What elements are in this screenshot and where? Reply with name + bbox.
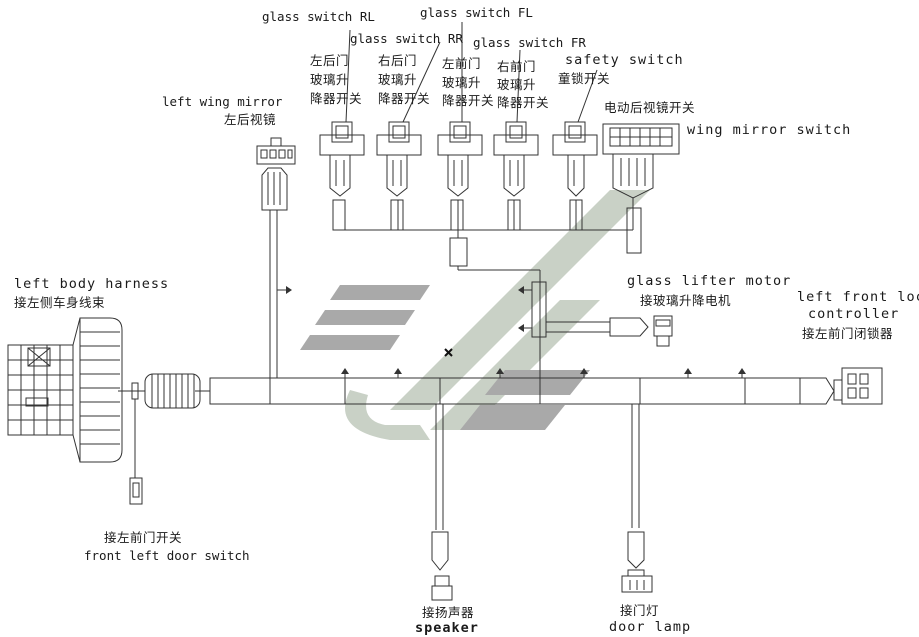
center-mark-icon bbox=[444, 348, 453, 357]
label-fr-cn-3: 降器开关 bbox=[497, 95, 550, 110]
corrugated-sleeve bbox=[144, 373, 201, 409]
label-speaker-en: speaker bbox=[415, 620, 479, 636]
wing-mirror-switch-connector bbox=[602, 123, 680, 208]
label-glass-switch-rr: glass switch RR bbox=[350, 31, 463, 46]
label-left-body-harness-cn: 接左侧车身线束 bbox=[14, 295, 106, 310]
switch-branches bbox=[332, 199, 642, 254]
label-rr-cn-1: 右后门 bbox=[378, 53, 418, 68]
label-glass-lifter-motor-cn: 接玻璃升降电机 bbox=[640, 293, 732, 308]
label-fl-cn-2: 玻璃升 bbox=[442, 75, 482, 90]
left-wing-mirror-branch bbox=[256, 137, 296, 378]
label-fr-cn-2: 玻璃升 bbox=[497, 77, 537, 92]
label-front-lock-en-1: left front lock bbox=[797, 289, 919, 305]
label-door-switch-en: front left door switch bbox=[84, 548, 250, 563]
glass-switch-rr-connector bbox=[376, 41, 441, 197]
glass-switch-fl-connector bbox=[437, 22, 483, 197]
label-glass-switch-fr: glass switch FR bbox=[473, 35, 586, 50]
front-lock-connector bbox=[799, 367, 883, 405]
label-rr-cn-2: 玻璃升 bbox=[378, 72, 418, 87]
label-door-switch-cn: 接左前门开关 bbox=[104, 530, 183, 545]
label-speaker-cn: 接扬声器 bbox=[422, 605, 475, 620]
label-left-wing-mirror-en: left wing mirror bbox=[162, 94, 283, 109]
label-fl-cn-3: 降器开关 bbox=[442, 93, 495, 108]
label-mirror-switch-en: wing mirror switch bbox=[687, 122, 852, 138]
label-mirror-switch-cn: 电动后视镜开关 bbox=[604, 100, 696, 115]
label-fl-cn-1: 左前门 bbox=[442, 56, 482, 71]
left-body-harness-connector bbox=[7, 317, 123, 463]
label-door-lamp-en: door lamp bbox=[609, 619, 692, 635]
label-left-wing-mirror-cn: 左后视镜 bbox=[224, 112, 277, 127]
watermark-logo bbox=[300, 190, 650, 440]
glass-switch-rl-connector bbox=[319, 29, 365, 197]
door-lamp-branch bbox=[621, 404, 653, 593]
speaker-branch bbox=[431, 404, 453, 601]
label-rr-cn-3: 降器开关 bbox=[378, 91, 431, 106]
label-rl-cn-2: 玻璃升 bbox=[310, 72, 350, 87]
label-glass-lifter-motor-en: glass lifter motor bbox=[627, 273, 792, 289]
label-front-lock-en-2: controller bbox=[808, 306, 900, 322]
glass-lifter-motor-connector bbox=[609, 317, 649, 337]
label-door-lamp-cn: 接门灯 bbox=[620, 603, 660, 618]
glass-switch-fr-connector bbox=[493, 49, 539, 197]
label-rl-cn-1: 左后门 bbox=[310, 53, 350, 68]
label-glass-switch-rl: glass switch RL bbox=[262, 9, 375, 24]
label-safety-cn: 童锁开关 bbox=[558, 71, 611, 86]
label-rl-cn-3: 降器开关 bbox=[310, 91, 363, 106]
terminal-arrow-icon bbox=[341, 286, 746, 378]
label-left-body-harness-en: left body harness bbox=[14, 276, 170, 292]
label-safety-switch: safety switch bbox=[565, 52, 684, 68]
door-switch-connector bbox=[129, 477, 143, 505]
safety-switch-connector bbox=[552, 69, 598, 197]
label-glass-switch-fl: glass switch FL bbox=[420, 5, 533, 20]
label-fr-cn-1: 右前门 bbox=[497, 59, 537, 74]
label-front-lock-cn: 接左前门闭锁器 bbox=[802, 326, 894, 341]
